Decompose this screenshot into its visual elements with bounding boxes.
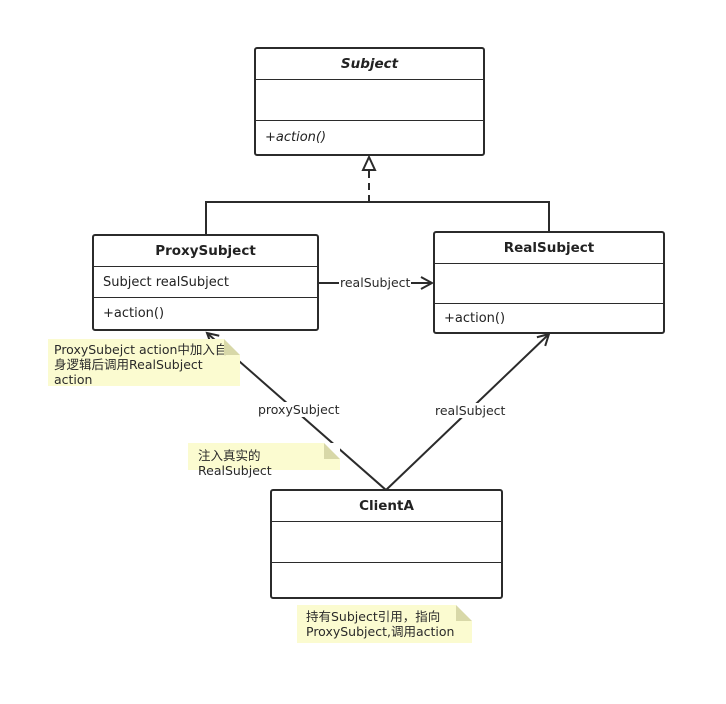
realization-triangle-head <box>361 154 377 171</box>
class-real-subject[interactable]: RealSubject +action() <box>433 231 665 334</box>
realization-line-proxy <box>205 201 369 234</box>
note-fold-icon <box>224 339 240 355</box>
class-proxy-subject-attributes: Subject realSubject <box>94 267 317 298</box>
note-client-ref-line1: 持有Subject引用，指向 <box>306 609 441 624</box>
note-client-ref[interactable]: 持有Subject引用，指向 ProxySubject,调用action <box>297 605 472 643</box>
class-proxy-subject-operations: +action() <box>103 306 165 321</box>
class-client-a[interactable]: ClientA <box>270 489 503 599</box>
class-real-subject-name: RealSubject <box>435 233 663 264</box>
note-proxy-action-line2: 身逻辑后调用RealSubject <box>54 357 203 372</box>
note-proxy-action-line1: ProxySubejct action中加入自 <box>54 342 228 357</box>
note-client-ref-line2: ProxySubject,调用action <box>306 624 455 639</box>
class-subject-name: Subject <box>256 49 483 80</box>
edge-label-proxy-to-real: realSubject <box>339 275 412 290</box>
edge-label-client-to-proxy: proxySubject <box>257 402 341 417</box>
note-inject-real[interactable]: 注入真实的RealSubject <box>188 443 340 478</box>
class-subject-operations: +action() <box>265 130 327 145</box>
class-real-subject-attributes <box>435 264 663 304</box>
note-inject-real-text: 注入真实的RealSubject <box>198 448 272 478</box>
class-client-a-name: ClientA <box>272 491 501 522</box>
note-fold-icon <box>456 605 472 621</box>
class-client-a-operations <box>272 563 501 597</box>
class-subject-attributes <box>256 80 483 121</box>
class-subject[interactable]: Subject +action() <box>254 47 485 156</box>
note-proxy-action[interactable]: ProxySubejct action中加入自 身逻辑后调用RealSubjec… <box>48 339 240 387</box>
note-fold-icon <box>324 443 340 459</box>
class-proxy-subject-name: ProxySubject <box>94 236 317 267</box>
realization-line-real <box>369 201 550 231</box>
class-client-a-attributes <box>272 522 501 563</box>
note-proxy-action-line3: action <box>54 372 93 387</box>
class-proxy-subject[interactable]: ProxySubject Subject realSubject +action… <box>92 234 319 331</box>
class-real-subject-operations: +action() <box>444 310 506 326</box>
edge-label-client-to-real: realSubject <box>434 403 507 418</box>
